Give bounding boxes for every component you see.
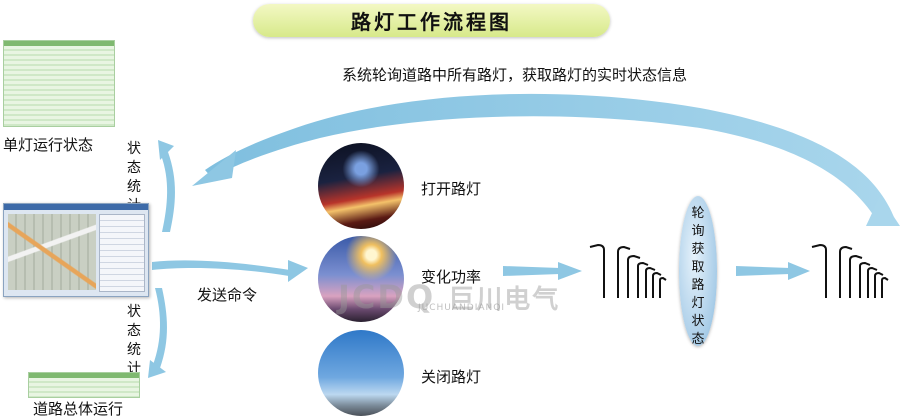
polling-node-label: 轮询获取路灯状态 xyxy=(691,206,705,347)
stat-arrow-up-head xyxy=(158,140,174,160)
feedback-arc-arrow xyxy=(205,93,897,226)
feedback-arc-tail xyxy=(866,196,900,226)
stat-arrow-down-head xyxy=(148,360,166,378)
send-command-label: 发送命令 xyxy=(197,286,258,304)
stat-label-bottom: 状态统计 xyxy=(127,304,141,377)
road-overall-sheet xyxy=(28,372,140,398)
send-command-arrowhead xyxy=(288,260,308,282)
action-close-lamp: 关闭路灯 xyxy=(421,368,482,386)
single-lamp-status-label: 单灯运行状态 xyxy=(3,136,94,154)
city-night-traffic-photo xyxy=(318,143,404,229)
action-open-lamp: 打开路灯 xyxy=(421,180,482,198)
send-command-arrow xyxy=(152,260,290,276)
feedback-arc-arrowhead xyxy=(192,150,236,186)
to-next-lamps-arrow xyxy=(736,266,790,276)
polling-description: 系统轮询道路中所有路灯，获取路灯的实时状态信息 xyxy=(342,66,688,84)
polling-node xyxy=(679,196,717,346)
stat-arrow-up xyxy=(161,152,175,232)
watermark-subtext: JUCHUANDIANQI xyxy=(418,303,505,313)
to-next-lamps-arrowhead xyxy=(788,262,810,280)
solar-street-lamp-photo xyxy=(318,330,404,416)
stat-arrow-down xyxy=(153,288,167,368)
action-change-power: 变化功率 xyxy=(421,268,482,286)
street-lamps-group-2 xyxy=(811,243,889,298)
to-lamps-arrow xyxy=(503,266,560,276)
control-software-screen xyxy=(3,203,149,297)
single-lamp-status-sheet xyxy=(3,40,115,127)
diagram-title: 路灯工作流程图 xyxy=(253,4,610,37)
street-lamps-group-1 xyxy=(589,243,667,298)
to-lamps-arrowhead xyxy=(558,262,582,280)
road-overall-label: 道路总体运行 xyxy=(33,400,124,418)
street-lamp-dusk-photo xyxy=(318,236,404,322)
watermark-logo: JCDQ 巨川电气 xyxy=(338,278,561,316)
